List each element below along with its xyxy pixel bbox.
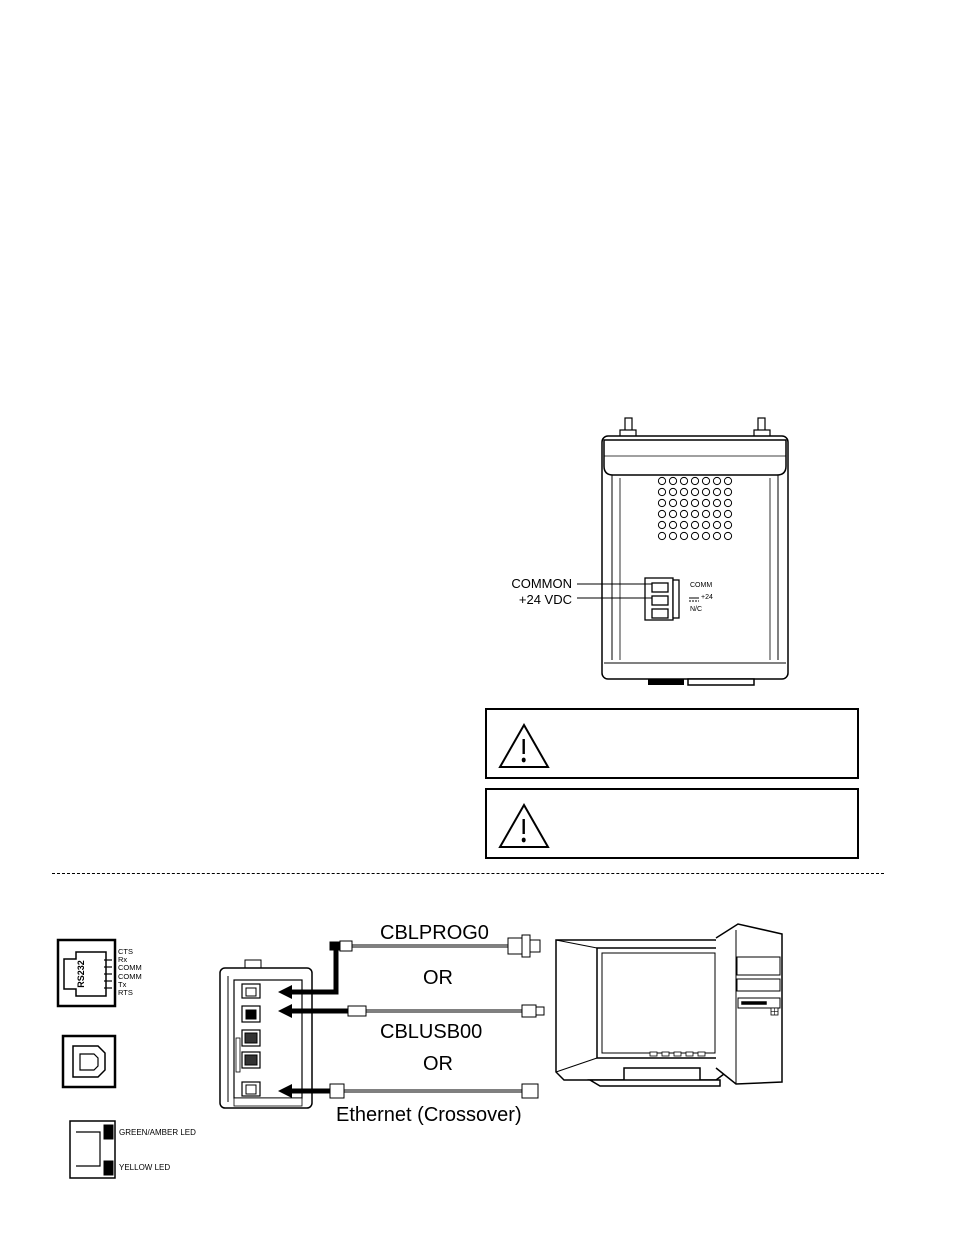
pc-tower: [715, 923, 783, 1085]
vent-hole: [723, 520, 733, 530]
vent-hole: [657, 476, 667, 486]
or-label-2: OR: [423, 1053, 453, 1075]
vent-hole: [723, 531, 733, 541]
vent-hole: [668, 487, 678, 497]
vdc-label: +24 VDC: [518, 592, 572, 607]
mounting-clip-left: [619, 417, 637, 439]
vent-hole: [657, 509, 667, 519]
controller-front-view: [219, 959, 313, 1109]
vent-hole: [701, 487, 711, 497]
vent-hole: [679, 498, 689, 508]
ventilation-holes: [657, 476, 733, 541]
connection-diagram: [56, 923, 783, 1179]
section-divider: [52, 873, 884, 874]
mounting-clip-right: [753, 417, 771, 439]
vent-hole: [712, 487, 722, 497]
vent-hole: [690, 520, 700, 530]
cblusb00-label: CBLUSB00: [380, 1021, 483, 1043]
vent-hole: [668, 498, 678, 508]
vent-hole: [657, 498, 667, 508]
common-label: COMMON: [511, 576, 572, 591]
rs232-pin-list: CTS Rx COMM COMM Tx RTS: [118, 947, 142, 998]
pin-rx: Rx: [118, 955, 128, 965]
warning-triangle-icon: [498, 802, 550, 848]
green-amber-led-label: GREEN/AMBER LED: [119, 1128, 196, 1137]
power-diagram: [577, 417, 789, 686]
vent-hole: [723, 509, 733, 519]
vent-hole: [679, 520, 689, 530]
vent-hole: [690, 487, 700, 497]
vent-hole: [657, 531, 667, 541]
vent-hole: [701, 509, 711, 519]
vent-hole: [690, 531, 700, 541]
arrow-head-ethernet: [278, 1084, 292, 1098]
power-terminal-block: [644, 577, 680, 621]
cable-ethernet: [329, 1083, 539, 1099]
arrow-head-usb: [278, 1004, 292, 1018]
vent-hole: [690, 498, 700, 508]
vent-hole: [712, 498, 722, 508]
vent-hole: [668, 520, 678, 530]
cblprog0-label: CBLPROG0: [380, 922, 489, 944]
vent-hole: [690, 509, 700, 519]
vent-hole: [701, 498, 711, 508]
vent-hole: [668, 509, 678, 519]
vent-hole: [668, 476, 678, 486]
vent-hole: [712, 520, 722, 530]
warning-box-1: [485, 708, 859, 779]
pin-comm-2: COMM: [118, 971, 142, 981]
vent-hole: [679, 509, 689, 519]
vent-hole: [657, 487, 667, 497]
pin-cts: CTS: [118, 947, 133, 956]
vent-hole: [723, 487, 733, 497]
pc-monitor: [555, 939, 725, 1087]
pin-comm-1: COMM: [118, 963, 142, 973]
warning-box-2: [485, 788, 859, 859]
yellow-led-label: YELLOW LED: [119, 1163, 171, 1172]
cable-cblusb00: [347, 1004, 545, 1018]
pin-tx: Tx: [118, 979, 127, 989]
vent-hole: [723, 476, 733, 486]
ethernet-port-icon: [69, 1120, 116, 1179]
warning-triangle-icon: [498, 722, 550, 768]
vent-hole: [701, 531, 711, 541]
vent-hole: [679, 476, 689, 486]
vent-hole: [668, 531, 678, 541]
vent-hole: [712, 476, 722, 486]
usb-port-icon: [61, 1034, 117, 1089]
controller-housing: [601, 435, 789, 686]
arrow-head-rs232: [278, 985, 292, 999]
arrow-rs232: [290, 946, 339, 995]
vent-hole: [701, 520, 711, 530]
vent-hole: [723, 498, 733, 508]
rs232-label: RS232: [76, 960, 86, 988]
terminal-comm-label: COMM: [690, 582, 713, 589]
pin-rts: RTS: [118, 988, 133, 998]
rs232-port-icon: [56, 938, 117, 1008]
cable-cblprog0: [329, 934, 541, 958]
vent-hole: [712, 531, 722, 541]
vent-hole: [712, 509, 722, 519]
terminal-24-label: +24: [701, 594, 713, 601]
vent-hole: [690, 476, 700, 486]
vent-hole: [679, 531, 689, 541]
or-label-1: OR: [423, 967, 453, 989]
ethernet-crossover-label: Ethernet (Crossover): [336, 1104, 522, 1126]
terminal-nc-label: N/C: [690, 606, 703, 613]
vent-hole: [701, 476, 711, 486]
vent-hole: [657, 520, 667, 530]
vent-hole: [679, 487, 689, 497]
